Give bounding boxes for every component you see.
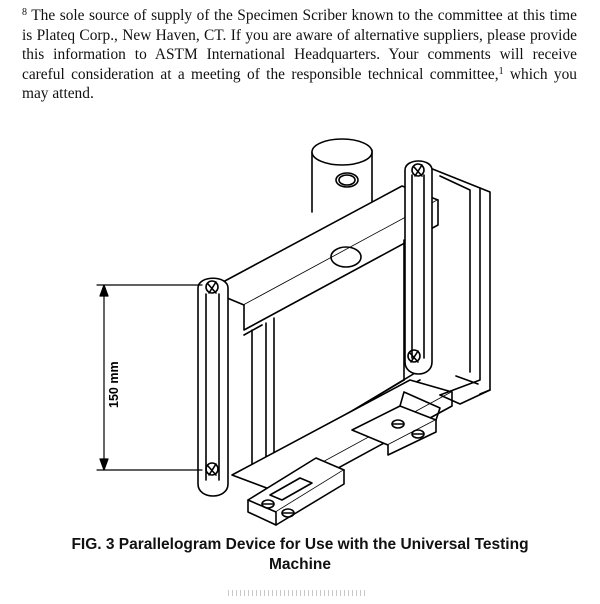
top-cylinder: [311, 138, 373, 213]
caption-line-1: FIG. 3 Parallelogram Device for Use with…: [71, 536, 529, 553]
scan-artifact-marks: [228, 590, 368, 596]
footnote-reference: 1: [498, 65, 504, 77]
footnote-paragraph: 8 The sole source of supply of the Speci…: [22, 6, 577, 104]
dimension-label: 150 mm: [107, 361, 121, 408]
left-link-bar: [197, 277, 229, 497]
right-link-bar: [404, 160, 433, 375]
footnote-text-end: which you may attend.: [22, 65, 578, 103]
dimension-150mm: [96, 284, 203, 471]
frame-right-side: [429, 167, 491, 405]
footnote-text: The sole source of supply of the Specime…: [22, 7, 577, 83]
figure-caption: FIG. 3 Parallelogram Device for Use with…: [20, 535, 580, 575]
lower-grip-block: [247, 457, 345, 526]
caption-line-2: Machine: [268, 556, 331, 573]
right-grip-block: [351, 391, 441, 456]
parallelogram-device-figure: 150 mm: [0, 130, 600, 530]
parallelogram-device-drawing: 150 mm: [96, 138, 491, 526]
frame-top-bar: [207, 185, 439, 331]
footnote-marker: 8: [22, 7, 27, 18]
